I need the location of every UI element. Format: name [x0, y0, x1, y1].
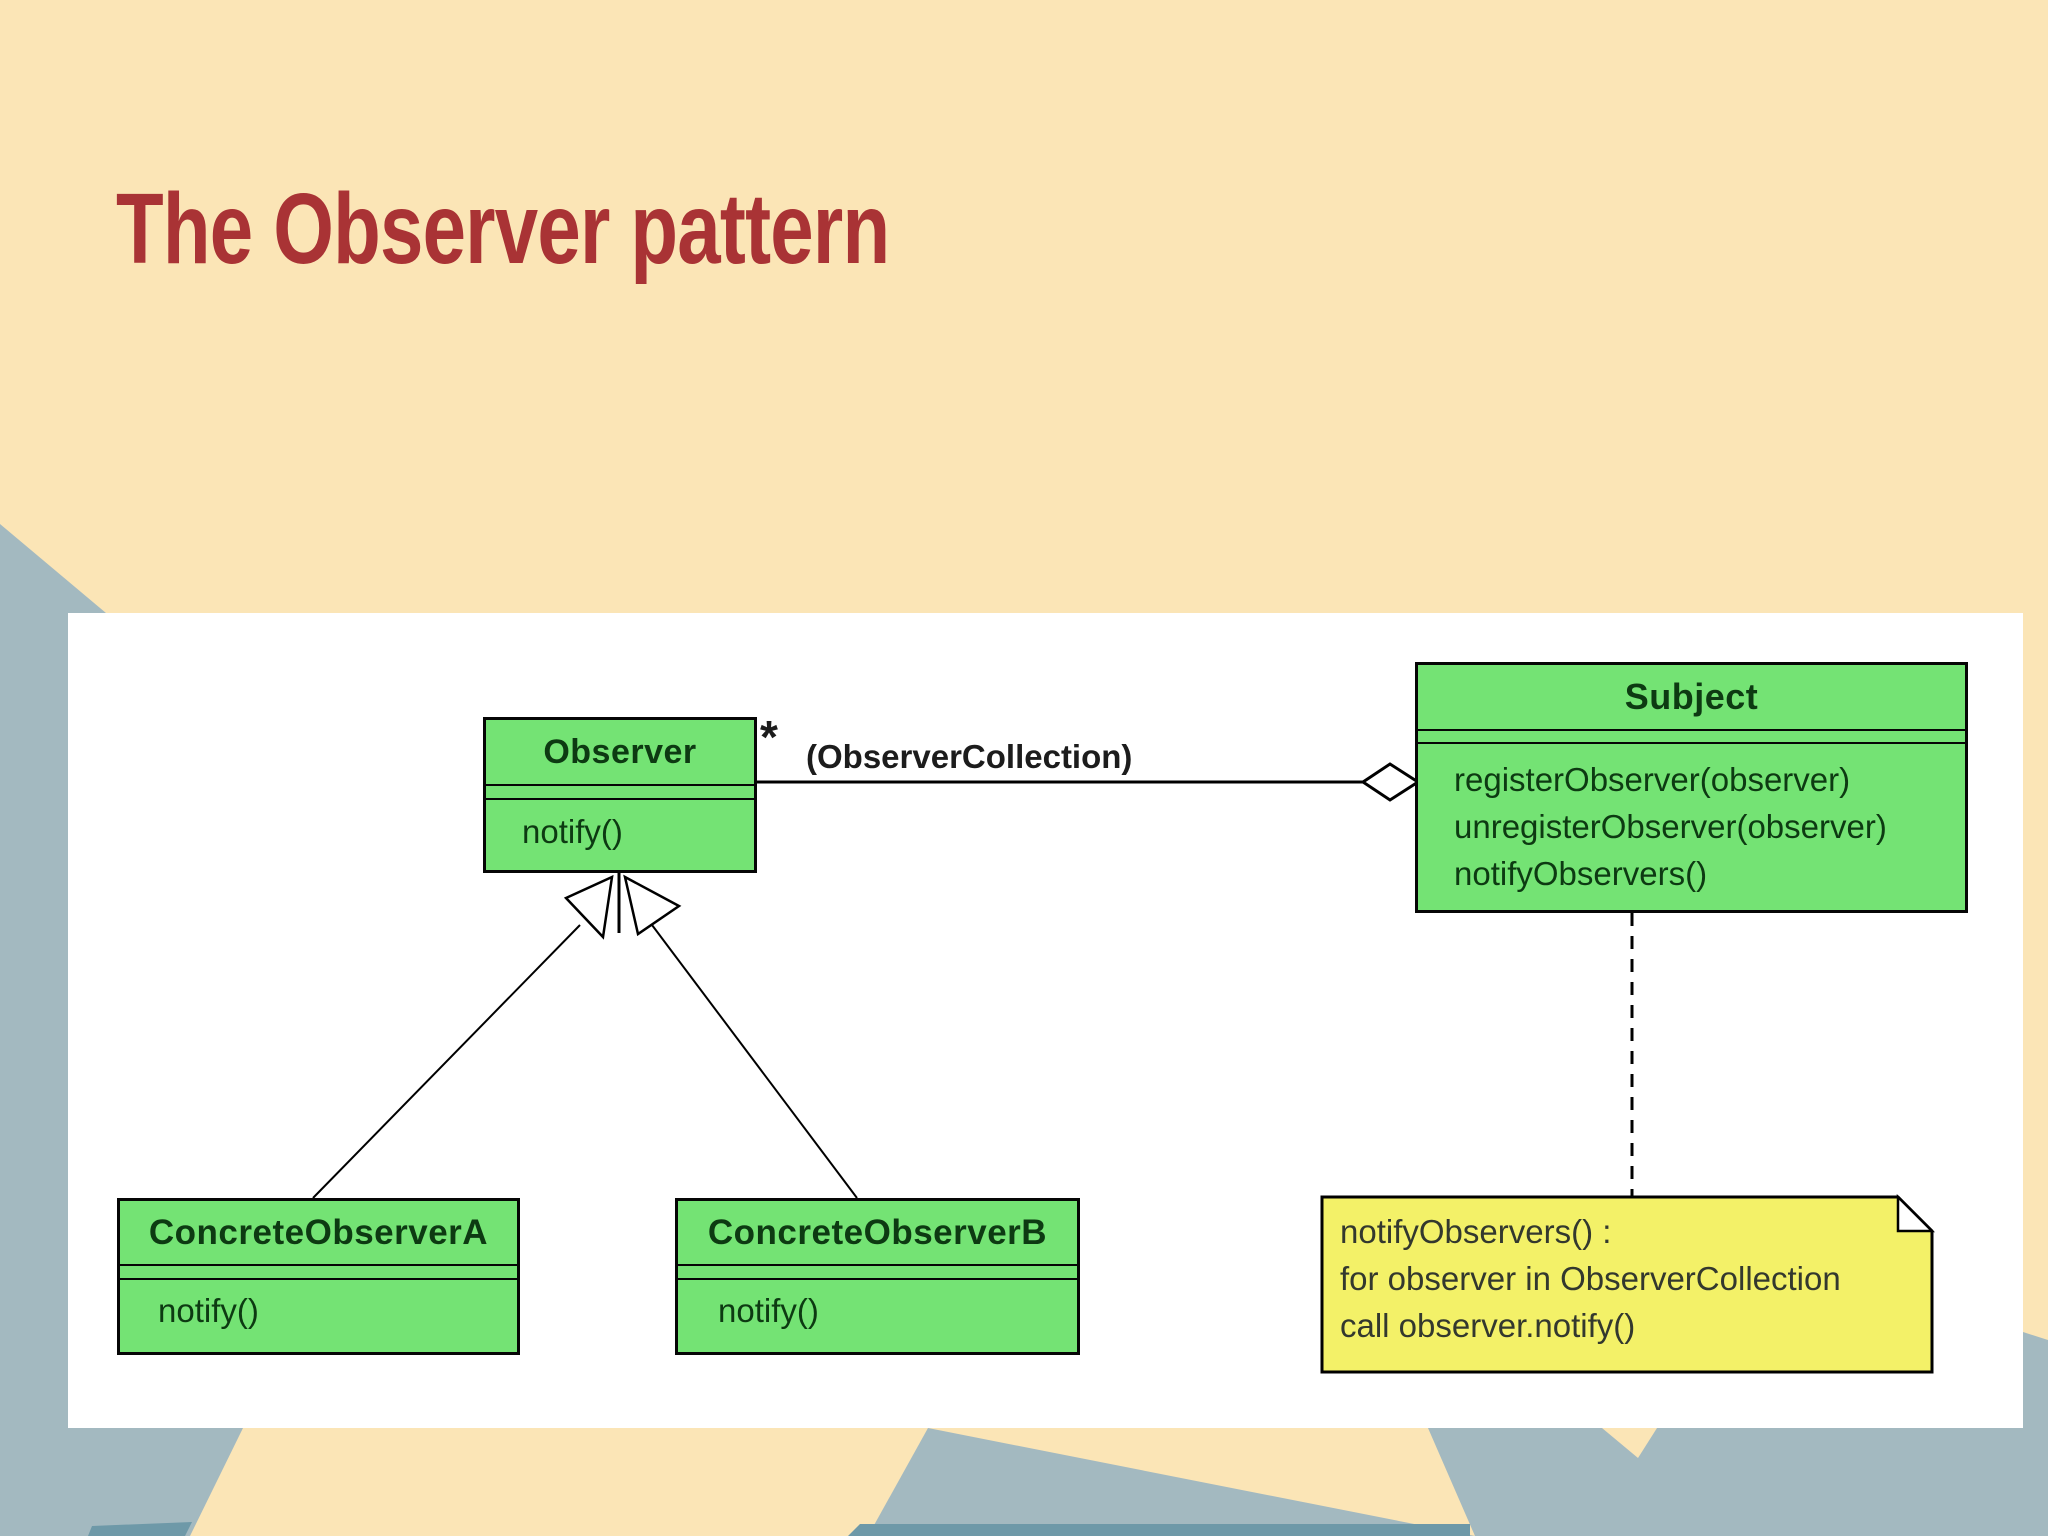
note-line: for observer in ObserverCollection	[1340, 1260, 1841, 1297]
note-line: notifyObservers() :	[1340, 1213, 1612, 1250]
method-label: unregisterObserver(observer)	[1454, 808, 1887, 845]
class-concrete-b-methods: notify()	[678, 1280, 1077, 1330]
class-concrete-a-methods: notify()	[120, 1280, 517, 1330]
bg-bottom-center-triangle	[868, 1428, 1475, 1536]
class-concrete-a-attributes	[120, 1266, 517, 1280]
class-observer-attributes	[486, 786, 754, 800]
class-concrete-b-attributes	[678, 1266, 1077, 1280]
slide-title: The Observer pattern	[116, 173, 890, 285]
class-observer-methods: notify()	[486, 800, 754, 851]
class-subject-methods: registerObserver(observer) unregisterObs…	[1418, 744, 1965, 897]
method-label: registerObserver(observer)	[1454, 761, 1851, 798]
class-concrete-b-name: ConcreteObserverB	[678, 1201, 1077, 1266]
class-concrete-observer-a: ConcreteObserverA notify()	[117, 1198, 520, 1355]
bg-dark-sliver-center	[848, 1524, 1470, 1536]
method-label: notify()	[158, 1292, 259, 1329]
class-subject-name: Subject	[1418, 665, 1965, 731]
class-concrete-observer-b: ConcreteObserverB notify()	[675, 1198, 1080, 1355]
bg-cream-notch	[1602, 1428, 1657, 1458]
method-label: notify()	[522, 813, 623, 850]
association-label: (ObserverCollection)	[806, 738, 1133, 775]
class-concrete-a-name: ConcreteObserverA	[120, 1201, 517, 1266]
association-multiplicity: *	[760, 711, 778, 763]
method-label: notify()	[718, 1292, 819, 1329]
class-observer-name: Observer	[486, 720, 754, 786]
class-subject: Subject registerObserver(observer) unreg…	[1415, 662, 1968, 913]
class-observer: Observer notify()	[483, 717, 757, 873]
note-line: call observer.notify()	[1340, 1307, 1636, 1344]
method-label: notifyObservers()	[1454, 855, 1708, 892]
bg-dark-sliver-left	[88, 1522, 192, 1536]
class-subject-attributes	[1418, 731, 1965, 744]
uml-note-text: notifyObservers() : for observer in Obse…	[1340, 1208, 1940, 1349]
